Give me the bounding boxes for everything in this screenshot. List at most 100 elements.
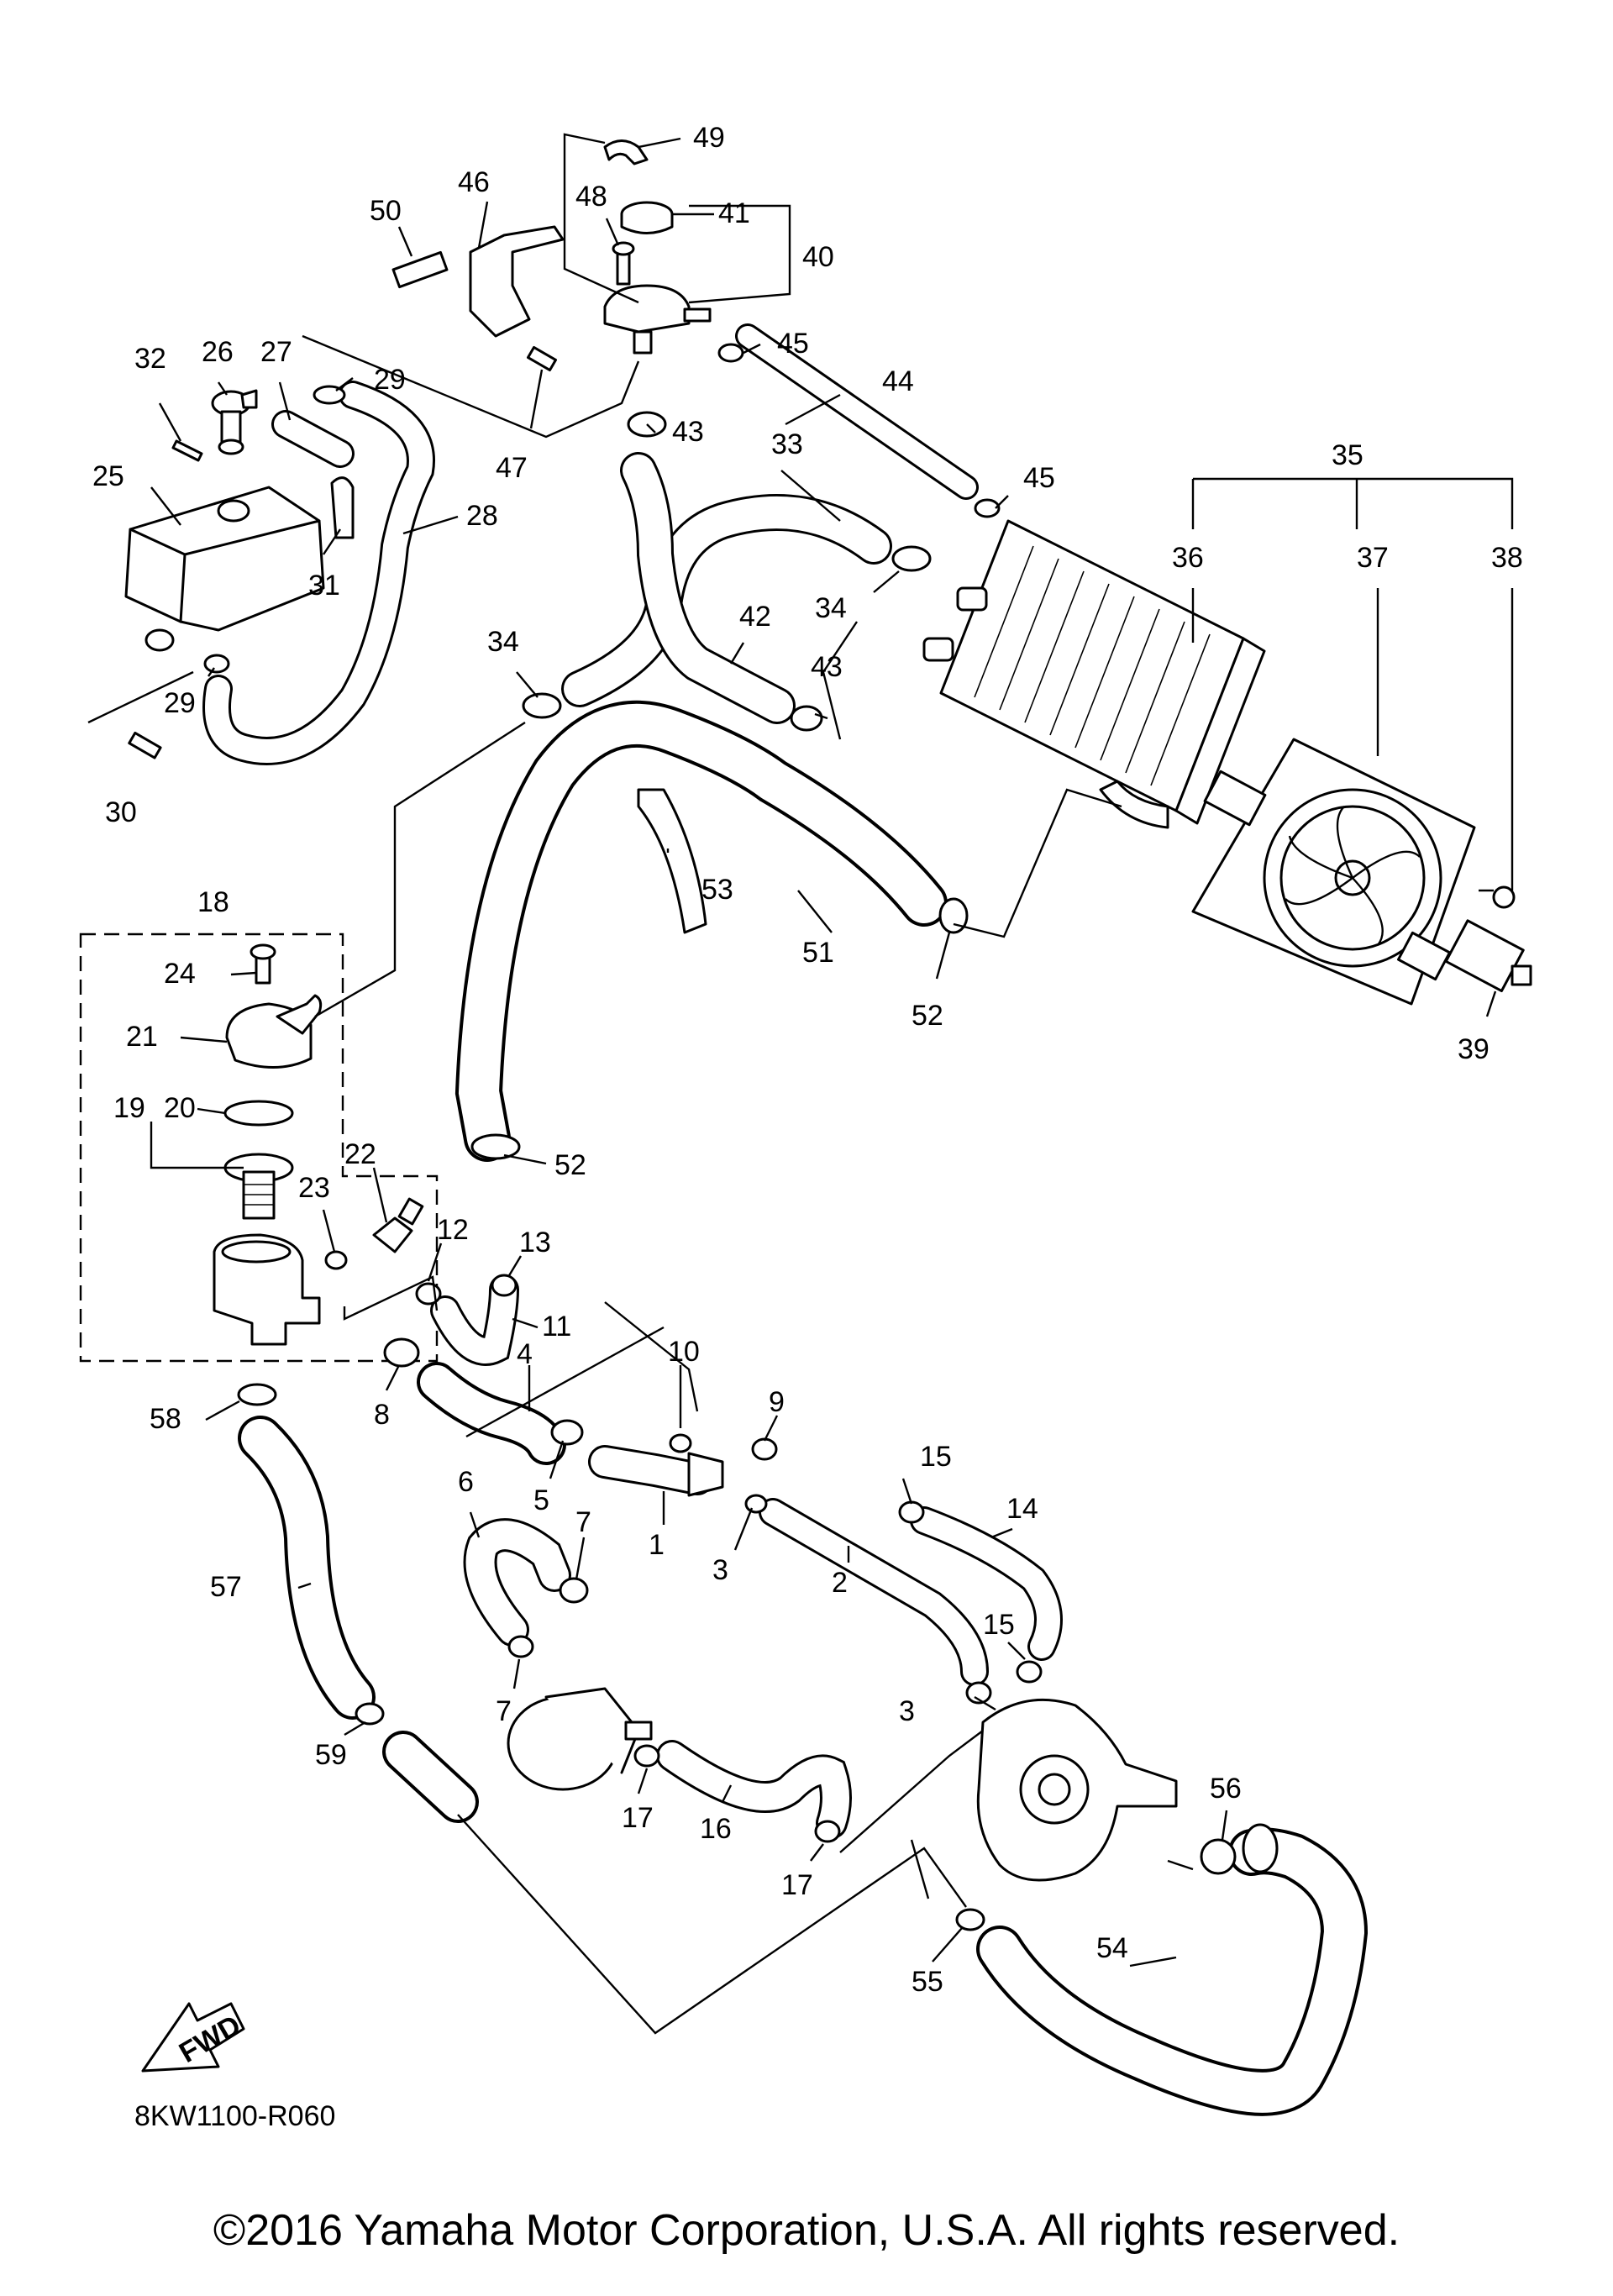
bolt-48 (612, 241, 635, 286)
hose-clip-31 (330, 476, 355, 539)
radiator (922, 519, 1266, 829)
callout-45: 45 (777, 328, 809, 360)
callout-39: 39 (1458, 1033, 1490, 1065)
callout-29: 29 (374, 364, 406, 396)
reservoir-tank (124, 486, 325, 652)
callout-43: 43 (672, 416, 704, 448)
rivet (171, 439, 203, 462)
filler-neck (603, 284, 712, 355)
callout-53: 53 (701, 874, 733, 906)
thermostat-bolt (250, 943, 276, 985)
thermostat-housing (213, 1233, 321, 1346)
o-ring-20 (223, 1100, 294, 1127)
bracket-46 (469, 225, 565, 338)
thermostat-assembly-box (79, 933, 439, 1363)
callout-8: 8 (374, 1399, 390, 1431)
callout-36: 36 (1172, 542, 1204, 574)
callout-51: 51 (802, 937, 834, 969)
callout-13: 13 (519, 1227, 551, 1258)
callout-2: 2 (832, 1567, 848, 1599)
callout-55: 55 (912, 1966, 943, 1998)
callout-1: 1 (649, 1529, 665, 1561)
callout-numbers: 1 2 3 3 4 5 6 7 7 8 9 10 11 12 13 14 15 … (92, 122, 1523, 1998)
callout-20: 20 (164, 1092, 196, 1124)
callout-40: 40 (802, 241, 834, 273)
callout-15: 15 (983, 1609, 1015, 1641)
vacuum-pump (507, 1687, 653, 1791)
callout-59: 59 (315, 1739, 347, 1771)
fan-motor-connector (1444, 919, 1532, 993)
callout-45: 45 (1023, 462, 1055, 494)
callout-44: 44 (882, 365, 914, 397)
callout-38: 38 (1491, 542, 1523, 574)
connection-lines (87, 133, 1194, 2035)
callout-24: 24 (164, 958, 196, 990)
callout-26: 26 (202, 336, 234, 368)
callout-15: 15 (920, 1441, 952, 1473)
callout-21: 21 (126, 1021, 158, 1053)
callout-6: 6 (458, 1466, 474, 1498)
hose-clamps (203, 343, 1279, 1931)
cooling-fan (1191, 738, 1476, 1006)
callout-28: 28 (466, 500, 498, 532)
temperature-sensor (372, 1197, 424, 1253)
callout-30: 30 (105, 796, 137, 828)
callout-29: 29 (164, 687, 196, 719)
callout-47: 47 (496, 452, 528, 484)
callout-10: 10 (668, 1336, 700, 1368)
callout-57: 57 (210, 1571, 242, 1603)
callout-9: 9 (769, 1386, 785, 1418)
callout-16: 16 (700, 1813, 732, 1845)
tank-cap (211, 389, 258, 455)
callout-50: 50 (370, 195, 402, 227)
callout-54: 54 (1096, 1932, 1128, 1964)
callout-34: 34 (815, 592, 847, 624)
leader-lines (150, 137, 1514, 1968)
radiator-cap (620, 201, 674, 234)
callout-52: 52 (554, 1149, 586, 1181)
thermostat (223, 1153, 294, 1220)
callout-14: 14 (1006, 1493, 1038, 1525)
callout-49: 49 (693, 122, 725, 154)
callout-23: 23 (298, 1172, 330, 1204)
fwd-arrow-icon: FWD (141, 2002, 246, 2073)
water-pump (976, 1698, 1178, 1882)
thermostat-cover (225, 994, 323, 1069)
callout-46: 46 (458, 166, 490, 198)
callout-41: 41 (718, 197, 750, 229)
callout-3: 3 (899, 1695, 915, 1727)
clip-49 (603, 139, 649, 166)
callout-58: 58 (150, 1403, 181, 1435)
callout-31: 31 (308, 570, 340, 602)
callout-33: 33 (771, 428, 803, 460)
callout-18: 18 (197, 886, 229, 918)
callout-37: 37 (1357, 542, 1389, 574)
clip-50 (391, 250, 449, 289)
callout-56: 56 (1210, 1773, 1242, 1805)
copyright-notice: ©2016 Yamaha Motor Corporation, U.S.A. A… (213, 2206, 1400, 2255)
callout-17: 17 (781, 1869, 813, 1901)
tie-wrap (637, 788, 707, 934)
callout-12: 12 (437, 1214, 469, 1246)
callout-7: 7 (496, 1695, 512, 1727)
callout-48: 48 (575, 181, 607, 213)
callout-3: 3 (712, 1554, 728, 1586)
callout-43: 43 (811, 651, 843, 683)
callout-42: 42 (739, 601, 771, 633)
callout-5: 5 (533, 1484, 549, 1516)
drawing-code: 8KW1100-R060 (134, 2100, 335, 2132)
callout-32: 32 (134, 343, 166, 375)
callout-19: 19 (113, 1092, 145, 1124)
bolt-38 (1479, 885, 1516, 909)
callout-27: 27 (260, 336, 292, 368)
callout-35: 35 (1332, 439, 1363, 471)
gasket-23 (324, 1250, 348, 1270)
callout-7: 7 (575, 1506, 591, 1538)
callout-11: 11 (542, 1311, 571, 1342)
callout-25: 25 (92, 460, 124, 492)
callout-34: 34 (487, 626, 519, 658)
callout-52: 52 (912, 1000, 943, 1032)
bolt-47 (527, 345, 557, 372)
callout-4: 4 (517, 1338, 533, 1370)
